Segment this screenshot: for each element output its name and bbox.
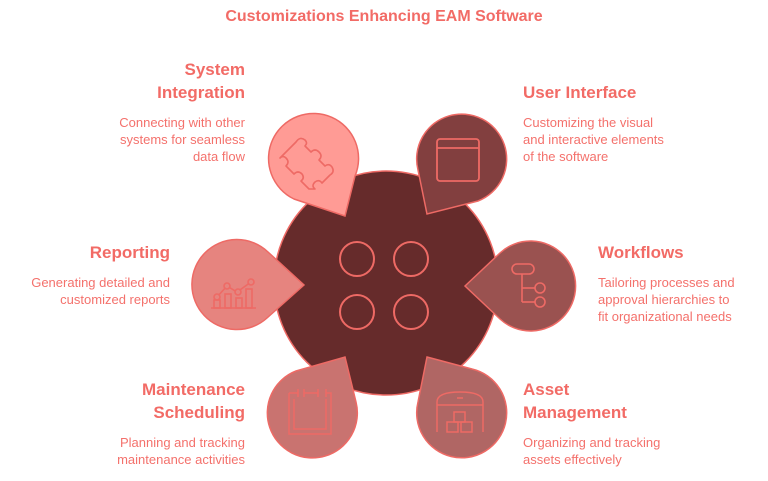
- warehouse-boxes-icon: [436, 391, 484, 433]
- item-title: User Interface: [523, 83, 637, 102]
- teardrop-system-integration: [267, 112, 360, 217]
- teardrop-workflows: [463, 240, 577, 332]
- item-title: Workflows: [598, 243, 684, 262]
- browser-window-icon: [436, 138, 480, 182]
- item-title: Reporting: [89, 243, 170, 262]
- diagram-title: Customizations Enhancing EAM Software: [225, 8, 543, 25]
- calendar-icon: [288, 389, 332, 435]
- teardrop-user-interface: [415, 113, 508, 215]
- teardrop-asset-management: [415, 356, 508, 459]
- flowchart-icon: [511, 263, 546, 308]
- puzzle-piece-icon: [279, 137, 334, 190]
- bar-line-chart-icon: [211, 278, 256, 309]
- teardrop-reporting: [191, 238, 306, 331]
- four-circles-icon: [339, 241, 429, 330]
- teardrop-maintenance-scheduling: [266, 356, 359, 459]
